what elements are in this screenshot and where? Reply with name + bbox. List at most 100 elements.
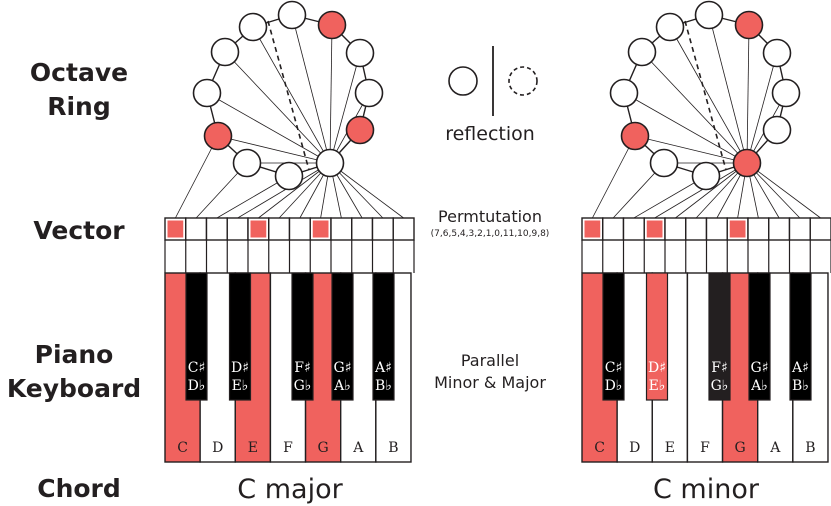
black-key-label-top: G♯ bbox=[334, 360, 352, 376]
vector-cell bbox=[288, 217, 311, 241]
chord-name-minor: C minor bbox=[653, 474, 759, 505]
white-key-label: D bbox=[629, 440, 640, 456]
row-label-piano-line1: Piano bbox=[34, 340, 114, 369]
ring-spoke bbox=[252, 26, 331, 164]
vector-cell bbox=[185, 217, 208, 241]
ring-note-active bbox=[620, 121, 650, 151]
vector-cell bbox=[664, 217, 687, 241]
white-key-label: G bbox=[735, 440, 746, 456]
black-key-label-bottom: E♭ bbox=[232, 378, 249, 394]
black-key-label-bottom: D♭ bbox=[188, 378, 206, 394]
row-label-octave-ring: Octave Ring bbox=[8, 56, 150, 124]
ring-spoke bbox=[217, 135, 331, 164]
black-key-label-top: F♯ bbox=[294, 360, 311, 376]
reflection-dashed-circle bbox=[508, 66, 538, 96]
ring-note-active bbox=[734, 10, 764, 40]
vector-cell bbox=[602, 217, 625, 241]
white-key-label: B bbox=[388, 440, 398, 456]
vector-cell bbox=[747, 217, 770, 241]
black-key-label-bottom: B♭ bbox=[375, 378, 392, 394]
vector-cell-active bbox=[584, 220, 601, 238]
ring-note bbox=[277, 0, 307, 30]
ring-to-vector-line bbox=[675, 162, 748, 219]
ring-spoke bbox=[708, 14, 748, 164]
parallel-label-line2: Minor & Major bbox=[434, 373, 546, 392]
black-key bbox=[185, 272, 208, 401]
white-key-label: G bbox=[318, 440, 329, 456]
vector-cell bbox=[809, 217, 831, 241]
black-key-label-bottom: B♭ bbox=[792, 378, 809, 394]
row-label-chord: Chord bbox=[37, 474, 121, 503]
black-key-label-bottom: A♭ bbox=[750, 378, 768, 394]
black-key bbox=[789, 272, 812, 401]
vector-cell bbox=[226, 217, 249, 241]
white-key-label: F bbox=[283, 440, 293, 456]
row-label-vector: Vector bbox=[33, 216, 125, 245]
ring-note bbox=[345, 38, 375, 68]
ring-spoke bbox=[224, 51, 331, 164]
vector-cell bbox=[685, 217, 708, 241]
ring-note bbox=[771, 78, 801, 108]
reflection-solid-circle bbox=[448, 66, 478, 96]
permutation-title: Permtutation bbox=[438, 207, 542, 226]
vector-cell bbox=[705, 217, 728, 241]
ring-spoke bbox=[641, 51, 748, 164]
ring-note bbox=[694, 0, 724, 30]
ring-note bbox=[649, 148, 679, 178]
black-key-label-bottom: A♭ bbox=[333, 378, 351, 394]
black-key bbox=[291, 272, 314, 401]
black-key bbox=[748, 272, 771, 401]
black-key-label-top: A♯ bbox=[374, 360, 392, 376]
ring-to-vector-line bbox=[746, 162, 821, 219]
ring-spoke bbox=[669, 26, 748, 164]
white-key-label: E bbox=[665, 440, 675, 456]
ring-spoke bbox=[623, 92, 748, 164]
ring-note bbox=[627, 37, 657, 67]
ring-note bbox=[762, 38, 792, 68]
black-key-label-top: D♯ bbox=[231, 360, 249, 376]
vector-cell-active bbox=[250, 220, 267, 238]
vector-cell-active bbox=[646, 220, 663, 238]
ring-to-vector-line bbox=[237, 162, 331, 219]
ring-to-vector-line bbox=[258, 162, 331, 219]
ring-to-vector-line bbox=[329, 162, 404, 219]
vector-cell-active bbox=[312, 220, 329, 238]
black-key-label-top: F♯ bbox=[711, 360, 728, 376]
ring-spoke bbox=[206, 92, 331, 164]
black-key-label-top: C♯ bbox=[188, 360, 206, 376]
ring-note bbox=[315, 148, 345, 178]
ring-spoke bbox=[291, 14, 331, 164]
black-key bbox=[602, 272, 625, 401]
permutation-values: (7,6,5,4,3,2,1,0,11,10,9,8) bbox=[430, 229, 550, 239]
black-key-label-top: A♯ bbox=[791, 360, 809, 376]
ring-note-active bbox=[732, 148, 762, 178]
white-key-label: C bbox=[177, 440, 188, 456]
ring-spoke bbox=[746, 24, 750, 164]
vector-cell bbox=[768, 217, 791, 241]
ring-spoke bbox=[329, 52, 361, 164]
reflection-label: reflection bbox=[445, 123, 535, 145]
ring-note bbox=[274, 161, 304, 191]
ring-note-active bbox=[317, 10, 347, 40]
white-key-label: A bbox=[769, 440, 781, 456]
ring-note bbox=[232, 148, 262, 178]
reflection-axis bbox=[684, 20, 727, 171]
ring-note bbox=[354, 78, 384, 108]
vector-cell bbox=[330, 217, 353, 241]
ring-to-vector-line bbox=[175, 135, 219, 219]
black-key-label-top: G♯ bbox=[751, 360, 769, 376]
white-key-label: E bbox=[248, 440, 258, 456]
black-key bbox=[645, 272, 669, 401]
black-key-label-bottom: G♭ bbox=[711, 378, 729, 394]
parallel-label: Parallel Minor & Major bbox=[415, 350, 565, 394]
black-key-label-top: C♯ bbox=[605, 360, 623, 376]
ring-to-vector-line bbox=[592, 135, 636, 219]
white-key-label: F bbox=[700, 440, 710, 456]
vector-cell bbox=[268, 217, 291, 241]
vector-cell bbox=[371, 217, 394, 241]
black-key-label-bottom: D♭ bbox=[605, 378, 623, 394]
row-label-piano-keyboard: Piano Keyboard bbox=[0, 338, 148, 406]
vector-cell bbox=[622, 217, 645, 241]
